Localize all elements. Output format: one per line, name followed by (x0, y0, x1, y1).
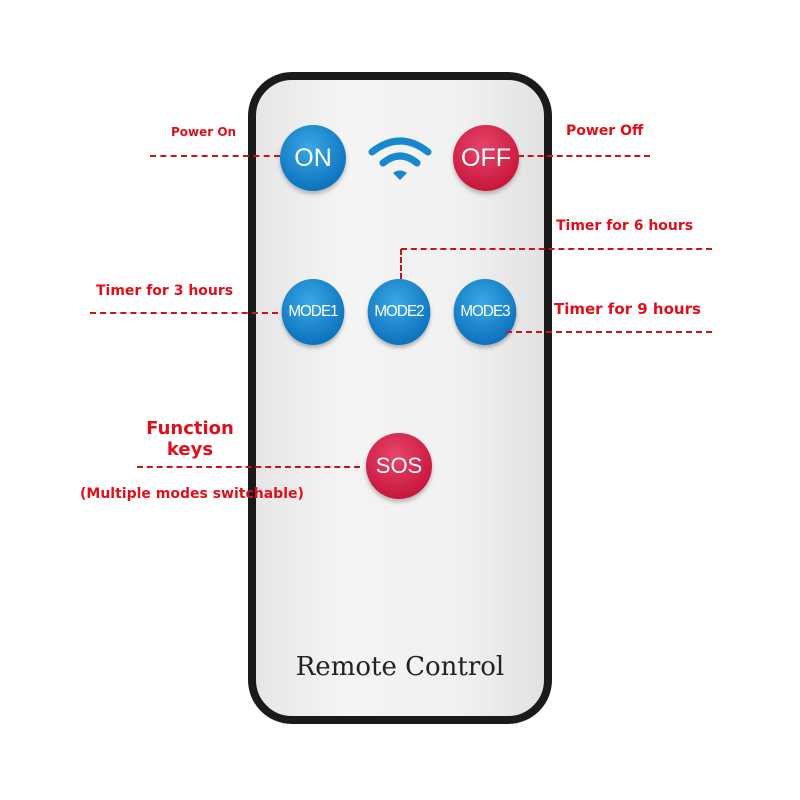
off-button[interactable]: OFF (453, 125, 519, 191)
function-keys-label: Function keys (140, 418, 240, 460)
timer-6-leader-vertical (400, 249, 402, 279)
timer-6-leader-line (401, 248, 712, 250)
mode2-button[interactable]: MODE2 (367, 279, 431, 345)
power-off-leader-line (518, 155, 650, 157)
wifi-signal-icon (368, 136, 432, 188)
function-keys-leader-line (137, 466, 360, 468)
power-on-label: Power On (171, 125, 237, 139)
remote-label: Remote Control (295, 652, 505, 682)
mode1-button[interactable]: MODE1 (281, 279, 345, 345)
timer-3-label: Timer for 3 hours (96, 283, 234, 299)
function-keys-line1: Function (146, 418, 234, 439)
mode3-button[interactable]: MODE3 (453, 279, 517, 345)
power-on-leader-line (150, 155, 280, 157)
power-off-label: Power Off (566, 123, 644, 139)
timer-9-label: Timer for 9 hours (554, 300, 701, 318)
sos-button[interactable]: SOS (366, 433, 432, 499)
function-keys-line2: keys (166, 439, 214, 460)
timer-3-leader-line (90, 312, 278, 314)
timer-6-label: Timer for 6 hours (556, 218, 694, 234)
multiple-modes-label: (Multiple modes switchable) (80, 486, 304, 502)
timer-9-leader-line (506, 331, 712, 333)
on-button[interactable]: ON (280, 125, 346, 191)
